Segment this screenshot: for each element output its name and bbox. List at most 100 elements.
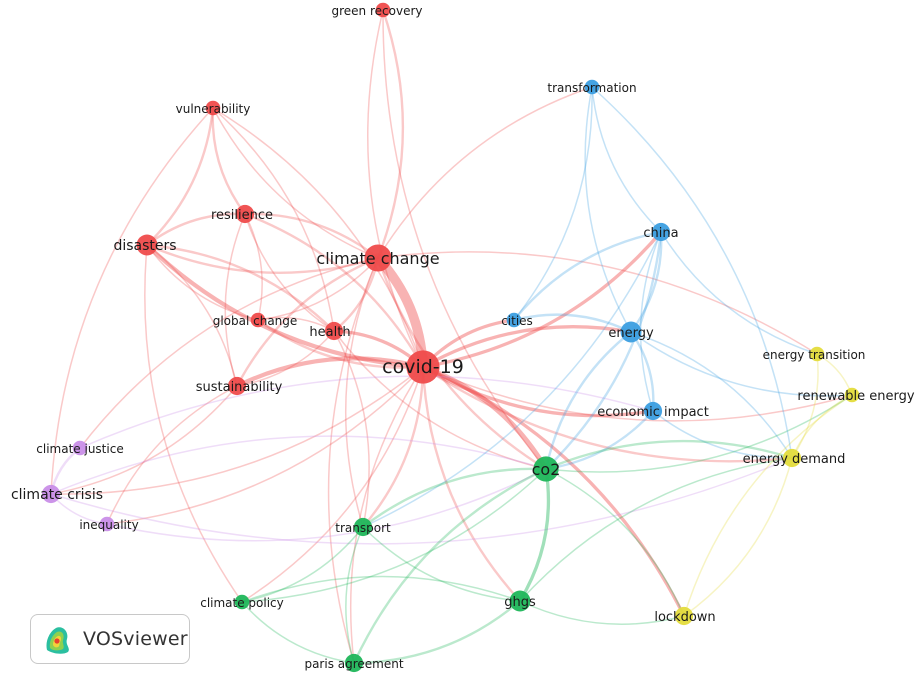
edge-transformation--energy-demand	[591, 86, 793, 459]
edge-resilience--global-change	[244, 213, 263, 321]
node-climate-policy[interactable]	[234, 594, 250, 610]
edge-disasters--vulnerability	[145, 106, 215, 247]
node-economic-impact[interactable]	[643, 401, 663, 421]
node-label-transport: transport	[335, 521, 391, 535]
node-label-disasters: disasters	[113, 238, 176, 254]
edge-covid-19--paris-agreement	[349, 366, 424, 664]
node-label-co2: co2	[532, 460, 561, 479]
node-energy-transition[interactable]	[809, 346, 825, 362]
node-layer	[41, 2, 860, 673]
edge-health--co2	[333, 330, 547, 470]
node-climate-crisis[interactable]	[41, 484, 61, 504]
edge-climate-crisis--energy-demand	[50, 457, 793, 545]
edge-energy-demand--energy-transition	[791, 353, 819, 459]
edge-climate-change--green-recovery	[376, 8, 405, 260]
edge-energy-demand--lockdown	[683, 457, 793, 617]
edge-climate-change--resilience	[243, 212, 380, 260]
edge-resilience--health	[244, 213, 335, 332]
edge-energy-demand--renewable-energy	[791, 394, 853, 459]
edge-china--energy	[629, 230, 663, 334]
node-resilience[interactable]	[235, 204, 255, 224]
node-paris-agreement[interactable]	[344, 653, 364, 673]
node-health[interactable]	[324, 321, 344, 341]
edge-climate-change--transport	[344, 257, 379, 528]
node-vulnerability[interactable]	[205, 100, 221, 116]
edge-inequality--co2	[106, 468, 547, 542]
node-inequality[interactable]	[99, 516, 115, 532]
node-energy-demand[interactable]	[782, 448, 802, 468]
edge-energy--co2	[544, 330, 633, 471]
node-label-vulnerability: vulnerability	[176, 102, 251, 116]
node-renewable-energy[interactable]	[844, 387, 860, 403]
edge-covid-19--vulnerability	[212, 107, 424, 368]
edge-vulnerability--health	[212, 107, 335, 332]
edge-china--economic-impact	[639, 231, 662, 412]
edge-ghgs--climate-policy	[241, 575, 521, 603]
edge-economic-impact--co2	[544, 409, 655, 471]
node-co2[interactable]	[533, 456, 559, 482]
node-climate-justice[interactable]	[72, 440, 88, 456]
edge-resilience--sustainability	[224, 213, 246, 387]
edge-covid-19--disasters	[144, 242, 426, 370]
edge-co2--transport	[361, 467, 548, 529]
edge-china--transformation	[591, 86, 662, 233]
edge-climate-change--climate-justice	[79, 257, 379, 449]
edge-covid-19--china	[421, 230, 663, 369]
edge-ghgs--energy-demand	[519, 457, 793, 602]
edge-covid-19--global-change	[256, 318, 425, 369]
edge-energy--transformation	[584, 86, 632, 333]
edge-climate-crisis--co2	[50, 435, 547, 495]
edge-green-recovery--co2	[382, 9, 547, 470]
edge-cities--transformation	[513, 86, 593, 321]
edge-health--transport	[333, 330, 370, 528]
edge-disasters--health	[145, 243, 336, 333]
node-ghgs[interactable]	[509, 590, 531, 612]
node-covid-19[interactable]	[406, 350, 440, 384]
node-transformation[interactable]	[584, 79, 600, 95]
edge-covid-19--sustainability	[234, 356, 426, 389]
edge-covid-19--resilience	[243, 212, 425, 369]
node-label-green-recovery: green recovery	[332, 4, 423, 18]
node-transport[interactable]	[353, 517, 373, 537]
edge-covid-19--climate-crisis	[50, 366, 424, 495]
edge-energy--renewable-energy	[630, 331, 853, 397]
edge-covid-19--green-recovery	[367, 9, 424, 368]
edge-covid-19--renewable-energy	[422, 366, 853, 422]
edge-climate-justice--economic-impact	[79, 375, 654, 449]
edge-covid-19--energy-demand	[421, 365, 794, 463]
edge-climate-change--sustainability	[235, 256, 380, 388]
node-lockdown[interactable]	[674, 606, 694, 626]
edge-climate-change--vulnerability	[212, 107, 379, 259]
vosviewer-label: VOSviewer	[83, 628, 188, 650]
edge-disasters--resilience	[145, 212, 247, 247]
node-label-energy-transition: energy transition	[763, 348, 866, 362]
vosviewer-badge[interactable]: VOSviewer	[30, 614, 190, 664]
edge-co2--lockdown	[545, 468, 685, 617]
edge-covid-19--inequality	[106, 366, 424, 525]
edge-china--cities	[512, 230, 663, 322]
node-energy[interactable]	[620, 321, 642, 343]
edge-china--energy-transition	[660, 231, 818, 355]
node-green-recovery[interactable]	[375, 2, 391, 18]
edge-transport--climate-policy	[241, 526, 364, 603]
node-label-energy: energy	[608, 326, 654, 341]
edge-climate-change--disasters	[145, 243, 380, 274]
node-china[interactable]	[651, 222, 671, 242]
edge-climate-change--transformation	[377, 86, 593, 259]
node-disasters[interactable]	[136, 234, 158, 256]
edge-co2--climate-policy	[241, 468, 547, 603]
edge-health--sustainability	[236, 330, 335, 387]
node-global-change[interactable]	[250, 312, 266, 328]
node-sustainability[interactable]	[227, 376, 247, 396]
node-label-resilience: resilience	[211, 208, 273, 223]
node-climate-change[interactable]	[364, 244, 392, 272]
edge-sustainability--climate-crisis	[50, 385, 238, 495]
edge-co2--paris-agreement	[352, 467, 548, 665]
edge-disasters--sustainability	[146, 244, 238, 387]
edge-covid-19--ghgs	[421, 365, 522, 603]
node-cities[interactable]	[506, 312, 522, 328]
edge-climate-policy--paris-agreement	[241, 601, 355, 664]
edge-climate-change--co2	[376, 256, 548, 471]
